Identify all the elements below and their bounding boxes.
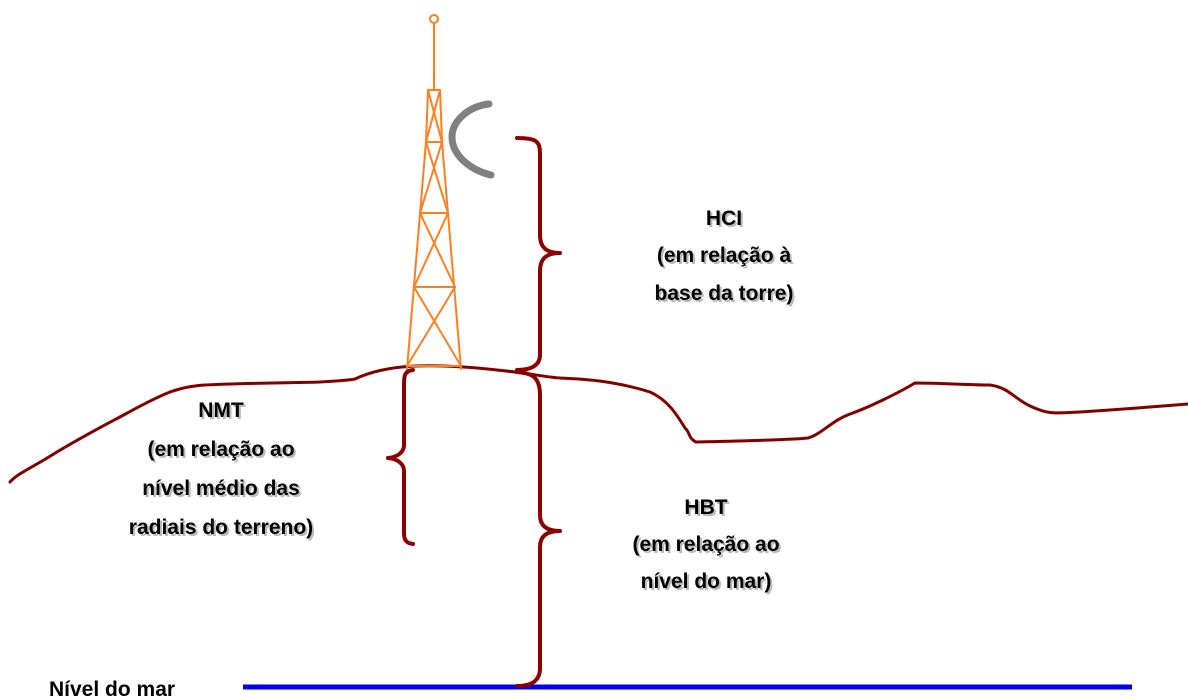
sea-level-label: Nível do mar [49,678,175,700]
antenna-dish-icon [448,100,495,179]
hbt-line2: nível do mar) [641,570,772,593]
hci-line1: (em relação à [657,244,792,267]
hbt-line2-shadow: nível do mar) [643,572,774,595]
hbt-line1-shadow: (em relação ao [634,535,781,558]
hbt-brace [515,370,562,688]
hci-line2: base da torre) [655,282,794,305]
hci-title-shadow: HCI [708,209,744,232]
terrain-profile [8,364,1188,484]
hbt-title-shadow: HBT [686,498,729,521]
nmt-line2: nível médio das [142,477,300,500]
tower-icon [406,14,462,370]
hci-line2-shadow: base da torre) [657,284,796,307]
hbt-label-group: HBT HBT (em relação ao (em relação ao ní… [632,496,781,595]
hbt-line1: (em relação ao [632,533,779,556]
nmt-line2-shadow: nível médio das [144,479,302,502]
hbt-title: HBT [684,496,727,519]
hci-brace [515,136,562,372]
nmt-line3-shadow: radiais do terreno) [131,518,315,541]
nmt-title: NMT [198,399,244,422]
nmt-line1-shadow: (em relação ao [149,440,296,463]
hci-label-group: HCI HCI (em relação à (em relação à base… [655,207,796,307]
nmt-title-shadow: NMT [200,401,246,424]
hci-title: HCI [706,207,742,230]
nmt-label-group: NMT NMT (em relação ao (em relação ao ní… [129,399,315,541]
nmt-line1: (em relação ao [147,438,294,461]
nmt-line3: radiais do terreno) [129,516,313,539]
nmt-brace [386,368,415,546]
hci-line1-shadow: (em relação à [659,246,794,269]
